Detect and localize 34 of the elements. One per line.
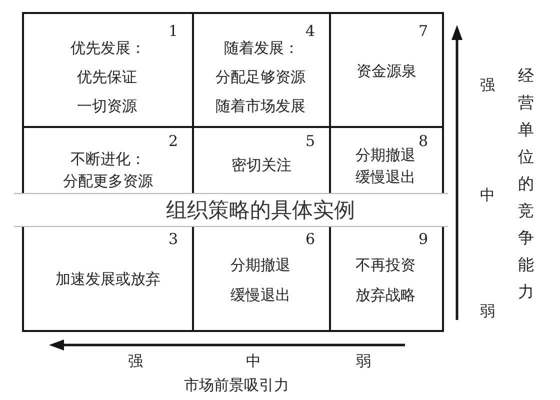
axis-label: 中	[480, 186, 495, 204]
matrix-cell	[22, 12, 194, 128]
cell-number: 1	[168, 22, 178, 40]
cell-number: 2	[168, 132, 178, 150]
cell-text: 分配更多资源	[63, 171, 153, 192]
matrix-cell	[329, 226, 444, 332]
cell-text: 分期撤退缓慢退出	[356, 145, 416, 188]
cell-number: 7	[418, 22, 428, 40]
cell-text: 密切关注	[232, 155, 292, 176]
matrix-cell	[22, 226, 194, 332]
cell-text: 分配足够资源随着市场发展	[216, 67, 306, 117]
cell-number: 6	[305, 230, 315, 248]
cell-text: 不再投资放弃战略	[356, 255, 416, 306]
cell-number: 4	[305, 22, 315, 40]
axis-label: 中	[246, 352, 261, 370]
axis-label: 强	[480, 76, 495, 94]
cell-number: 5	[305, 132, 315, 150]
caption: 组织策略的具体实例	[166, 197, 355, 223]
axis-label: 强	[128, 352, 143, 370]
cell-text: 分期撤退缓慢退出	[230, 255, 292, 306]
axis-title: 经营单位的竞争能力	[518, 65, 535, 303]
cell-number: 9	[418, 230, 428, 248]
cell-text: 随着发展：	[224, 38, 299, 59]
cell-text: 加速发展或放弃	[56, 269, 160, 290]
axis-label: 弱	[356, 352, 371, 370]
cell-text: 资金源泉	[356, 61, 416, 82]
cell-text: 优先发展：	[70, 38, 146, 59]
cell-number: 3	[168, 230, 178, 248]
axis-label: 弱	[480, 302, 495, 320]
matrix-cell	[329, 12, 444, 128]
cell-number: 8	[418, 132, 428, 150]
cell-text: 不断进化：	[70, 149, 146, 170]
axis-title: 市场前景吸引力	[184, 376, 289, 394]
cell-text: 优先保证一切资源	[77, 67, 138, 117]
